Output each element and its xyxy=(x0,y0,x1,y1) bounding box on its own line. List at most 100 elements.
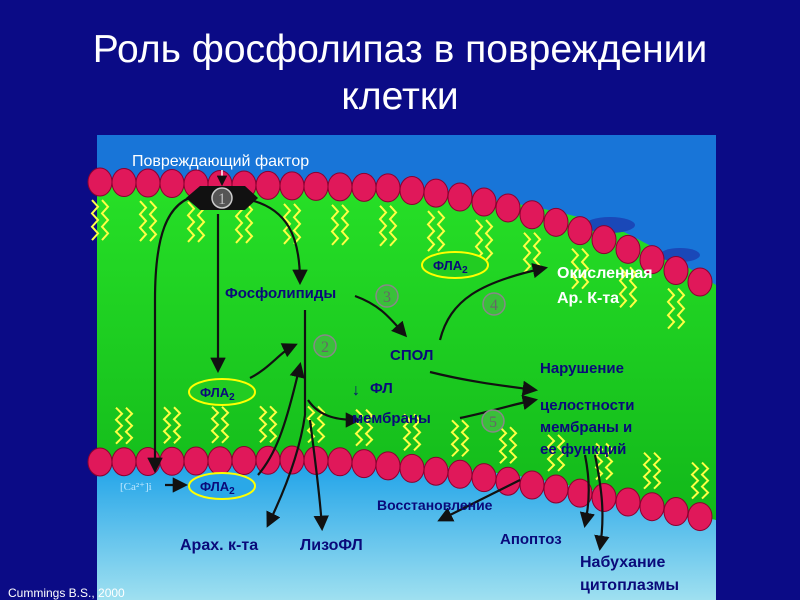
lipid-tail xyxy=(570,247,580,290)
label-disruption-line4: ее функций xyxy=(540,441,626,458)
lipid-tails xyxy=(90,199,710,500)
label-phospholipids: Фосфолипиды xyxy=(225,285,336,302)
label-disruption-line3: мембраны и xyxy=(540,419,632,436)
lipid-tail xyxy=(220,406,230,444)
arrow-to-apoptosis xyxy=(579,454,595,529)
lipid-tail xyxy=(522,232,532,274)
lipid-tail xyxy=(330,204,340,246)
lipid-tail xyxy=(460,419,470,458)
step-5-marker: 5 xyxy=(481,409,505,433)
enzyme-fla2-middle: ФЛА2 xyxy=(188,378,256,406)
phospholipid-head xyxy=(375,451,401,481)
lipid-tail xyxy=(124,407,134,445)
arrow-to-oxidized-acid xyxy=(438,263,549,341)
label-disruption-line1: Нарушение xyxy=(540,360,624,377)
lipid-tail xyxy=(412,413,422,452)
phospholipid-head xyxy=(183,446,209,476)
phospholipid-head xyxy=(399,453,425,483)
lipid-tail xyxy=(244,202,254,244)
arrow-to-swelling xyxy=(593,454,610,552)
phospholipid-head xyxy=(279,171,305,201)
phospholipid-head xyxy=(639,492,665,522)
phospholipid-head xyxy=(111,168,137,198)
label-fl-arrow: ↓ xyxy=(352,382,360,399)
lipid-tail xyxy=(700,461,710,500)
step-2-label: 2 xyxy=(321,339,329,356)
phospholipid-head xyxy=(159,169,185,198)
label-disruption-line2: целостности xyxy=(540,397,634,414)
step-1-label: 1 xyxy=(218,191,226,208)
lipid-tail xyxy=(652,451,662,490)
phospholipid-head xyxy=(111,447,137,477)
lipid-tail xyxy=(90,199,100,241)
arrow-to-spol xyxy=(354,294,408,338)
title-line-2: клетки xyxy=(341,75,459,118)
label-arach-acid: Арах. к-та xyxy=(180,537,258,554)
phospholipid-head xyxy=(447,182,473,212)
phospholipid-head xyxy=(327,172,353,202)
lipid-tail xyxy=(100,199,110,241)
label-spol: СПОЛ xyxy=(390,347,433,364)
lipid-tail xyxy=(556,434,566,472)
label-calcium: [Ca²⁺]i xyxy=(120,481,152,493)
lipid-tail xyxy=(388,205,398,247)
lipid-tail xyxy=(676,287,686,330)
lipid-tail xyxy=(268,405,278,443)
step-3-marker: 3 xyxy=(375,284,399,308)
phospholipid-head xyxy=(471,187,497,217)
lipid-tail xyxy=(426,210,436,252)
lipid-tail xyxy=(402,413,412,452)
lipid-tail xyxy=(508,426,518,464)
step-4-label: 4 xyxy=(490,297,498,314)
phospholipid-head xyxy=(591,482,617,512)
lipid-tail xyxy=(210,406,220,444)
phospholipid-head xyxy=(135,168,161,198)
lipid-tail xyxy=(148,200,158,242)
step-markers: 1 2 3 4 5 xyxy=(186,186,506,433)
phospholipid-head xyxy=(87,447,113,477)
label-oxidized-line1: Окисленная xyxy=(557,265,653,282)
phospholipid-head xyxy=(159,446,185,476)
phospholipid-head xyxy=(519,200,545,230)
label-damaging-factor: Повреждающий фактор xyxy=(132,153,309,170)
lipid-tail xyxy=(282,203,292,245)
lipid-tail xyxy=(378,205,388,247)
phospholipid-head xyxy=(543,474,569,504)
arrow-restoration xyxy=(437,479,521,522)
arrow-fl-to-disruption xyxy=(459,394,539,420)
phospholipid-head xyxy=(447,459,473,489)
lipid-tail xyxy=(172,406,182,444)
lipid-tail xyxy=(604,442,614,481)
lipid-tail xyxy=(364,408,374,447)
arrow-to-fl-membranes xyxy=(307,399,362,428)
phospholipid-head xyxy=(399,176,425,206)
lipid-tail xyxy=(258,405,268,443)
lipid-tail xyxy=(162,406,172,444)
phospholipid-head xyxy=(495,193,521,223)
label-lysofl: ЛизоФЛ xyxy=(300,537,363,554)
arrow-fla2-to-stem xyxy=(249,343,298,379)
arrow-lower-fla2-to-stem xyxy=(257,361,305,476)
arrow-to-arach-acid xyxy=(266,414,307,528)
lipid-tail xyxy=(546,434,556,472)
phospholipid-heads xyxy=(87,167,713,532)
lipid-tail xyxy=(666,287,676,330)
phospholipid-head xyxy=(663,497,689,527)
lipid-tail xyxy=(450,419,460,458)
phospholipid-head xyxy=(231,446,257,476)
phospholipid-head xyxy=(87,167,113,197)
phospholipid-head xyxy=(135,446,161,476)
phospholipid-head xyxy=(255,170,281,200)
phospholipid-head xyxy=(375,173,401,203)
step-3-label: 3 xyxy=(383,289,391,306)
phospholipid-head xyxy=(351,449,377,479)
label-fl: ФЛ xyxy=(370,380,393,397)
phospholipid-head xyxy=(687,267,713,297)
label-swelling-line2: цитоплазмы xyxy=(580,577,679,594)
phospholipid-head xyxy=(423,178,449,208)
step-2-marker: 2 xyxy=(313,334,337,358)
phospholipid-head xyxy=(207,446,233,476)
lipid-tail xyxy=(690,461,700,500)
source-credit: Cummings B.S., 2000 xyxy=(8,586,125,600)
pathway-arrows xyxy=(147,170,610,552)
